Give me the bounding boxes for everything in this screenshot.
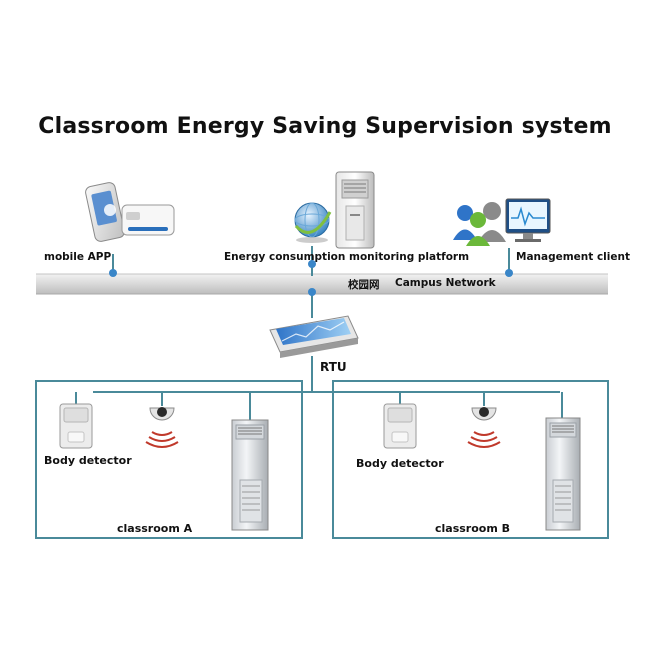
campus-network-pipe <box>36 274 608 294</box>
network-dot <box>308 288 316 296</box>
management-dot <box>505 269 513 277</box>
rtu-device-icon <box>269 315 359 358</box>
users-icon <box>453 202 506 246</box>
camera-a-icon <box>145 407 179 448</box>
globe-icon <box>294 202 332 243</box>
server-icon <box>335 171 375 249</box>
body-detector-a-icon <box>59 403 93 449</box>
mobile-app-label: mobile APP <box>44 251 112 263</box>
body-detector-b-icon <box>383 403 417 449</box>
management-client-label: Management client <box>516 251 630 263</box>
classroom-a-label: classroom A <box>117 522 193 535</box>
campus-network-cn-label: 校园网 <box>348 279 380 291</box>
rtu-label: RTU <box>320 360 347 374</box>
mobile-device-icon <box>85 182 175 242</box>
classroom-b-label: classroom B <box>435 522 511 535</box>
mobile-dot <box>109 269 117 277</box>
diagram-title: Classroom Energy Saving Supervision syst… <box>38 114 612 139</box>
monitor-icon <box>505 198 551 242</box>
campus-network-label: Campus Network <box>395 277 496 289</box>
air-conditioner-a-icon <box>231 419 269 531</box>
air-conditioner-b-icon <box>545 417 581 531</box>
platform-dot <box>308 260 316 268</box>
body-detector-b-label: Body detector <box>356 457 444 470</box>
classroom-a-box <box>35 380 303 539</box>
classroom-b-box <box>332 380 609 539</box>
camera-b-icon <box>467 407 501 448</box>
body-detector-a-label: Body detector <box>44 454 132 467</box>
platform-label: Energy consumption monitoring platform <box>224 251 470 263</box>
